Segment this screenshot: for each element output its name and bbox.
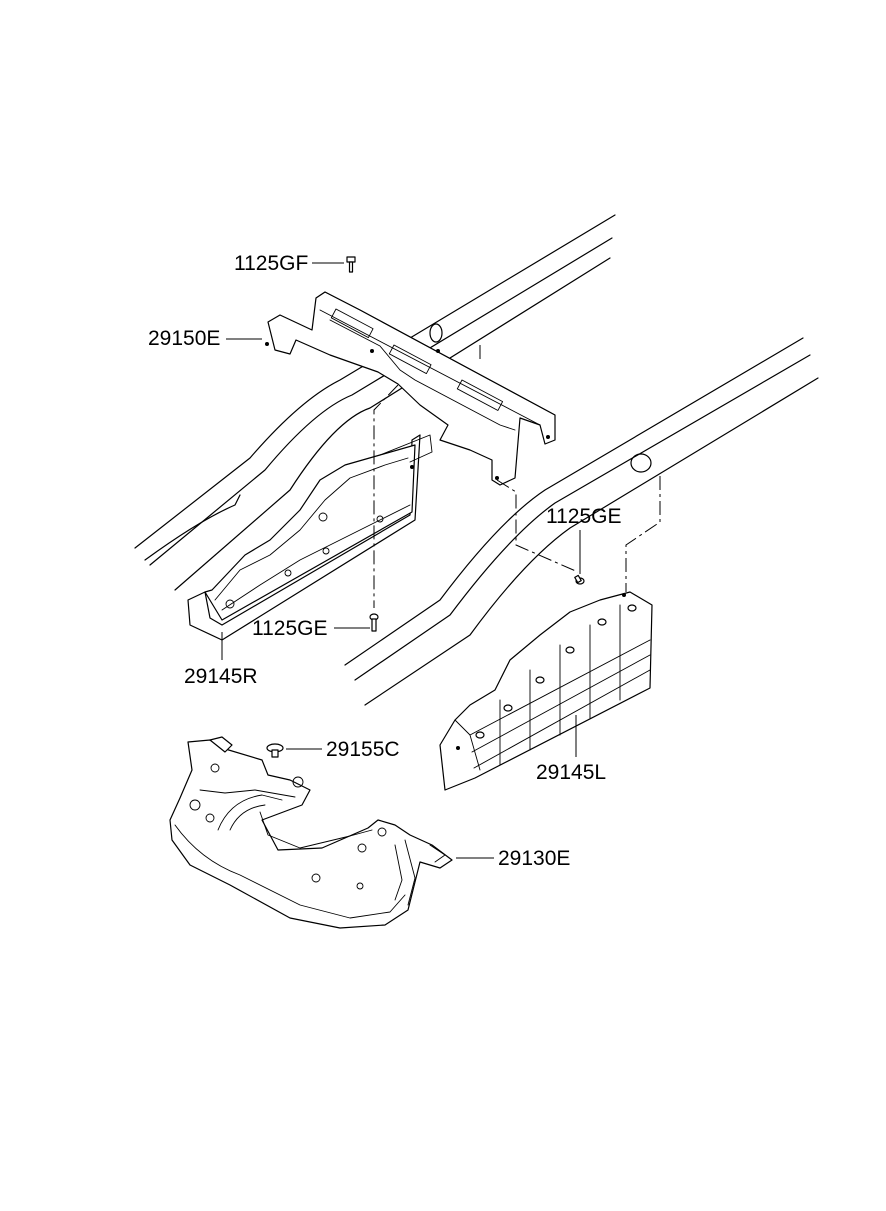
assembly-lines <box>373 345 661 608</box>
label-29145r: 29145R <box>184 665 258 688</box>
label-29155c: 29155C <box>326 738 400 761</box>
frame-rail-right <box>344 337 819 706</box>
cover-29145r <box>187 434 433 641</box>
leader-lines <box>221 262 581 859</box>
label-1125ge-right: 1125GE <box>546 505 622 528</box>
bolt-1125ge-right <box>574 574 585 585</box>
label-1125gf: 1125GF <box>234 252 309 275</box>
label-29130e: 29130E <box>498 847 571 870</box>
skid-plate-29130e <box>169 736 453 929</box>
label-29145l: 29145L <box>536 761 607 784</box>
bolt-1125gf <box>346 256 356 273</box>
crossmember-29150e <box>265 291 556 486</box>
label-29150e: 29150E <box>148 327 221 350</box>
label-1125ge-left: 1125GE <box>252 617 328 640</box>
cover-29145l <box>439 591 653 791</box>
clip-29155c <box>266 743 284 758</box>
frame-rail-left <box>134 214 616 591</box>
bolt-1125ge-left <box>369 613 379 632</box>
